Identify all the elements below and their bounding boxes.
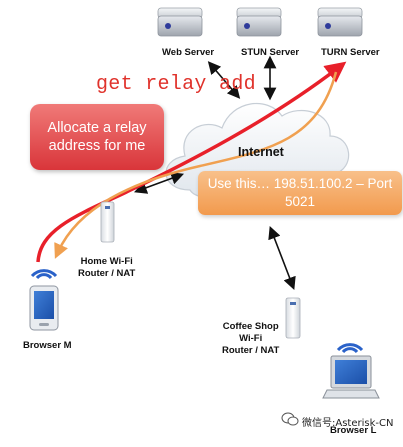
turn-server-icon bbox=[317, 7, 363, 37]
web-server-label: Web Server bbox=[162, 47, 215, 58]
web-server-icon bbox=[157, 7, 203, 37]
coffee-router-icon bbox=[285, 297, 301, 339]
cloud-label: Internet bbox=[238, 145, 284, 159]
relay-response-arrow bbox=[54, 71, 338, 259]
browser-l-label: Browser L bbox=[330, 425, 377, 436]
browser-m-label: Browser M bbox=[23, 340, 72, 351]
overlay-annotation: get relay add bbox=[96, 73, 256, 96]
allocate-callout: Allocate a relay address for me bbox=[30, 104, 164, 170]
turn-server-label: TURN Server bbox=[321, 47, 380, 58]
wechat-icon bbox=[281, 412, 299, 426]
relay-address-callout: Use this… 198.51.100.2 – Port 5021 bbox=[198, 171, 402, 215]
stun-server-label: STUN Server bbox=[241, 47, 300, 58]
home-router-label: Home Wi-Fi Router / NAT bbox=[78, 256, 136, 279]
watermark-text: 微信号:Asterisk-CN bbox=[302, 418, 394, 429]
home-router-link bbox=[133, 172, 185, 194]
coffee-router-label: Coffee Shop Wi-Fi Router / NAT bbox=[222, 321, 280, 356]
relay-address-callout-text: Use this… 198.51.100.2 – Port 5021 bbox=[207, 176, 393, 209]
wifi-icon bbox=[30, 269, 58, 280]
wifi-icon bbox=[336, 343, 364, 354]
allocate-callout-text: Allocate a relay address for me bbox=[47, 119, 147, 154]
home-router-icon bbox=[100, 201, 115, 243]
stun-server-icon bbox=[236, 7, 282, 37]
web-server-link bbox=[207, 61, 241, 99]
watermark: 微信号:Asterisk-CN bbox=[282, 414, 393, 429]
browser-m-device-icon bbox=[29, 285, 59, 331]
coffee-router-link bbox=[268, 226, 296, 290]
laptop-icon bbox=[322, 355, 380, 399]
